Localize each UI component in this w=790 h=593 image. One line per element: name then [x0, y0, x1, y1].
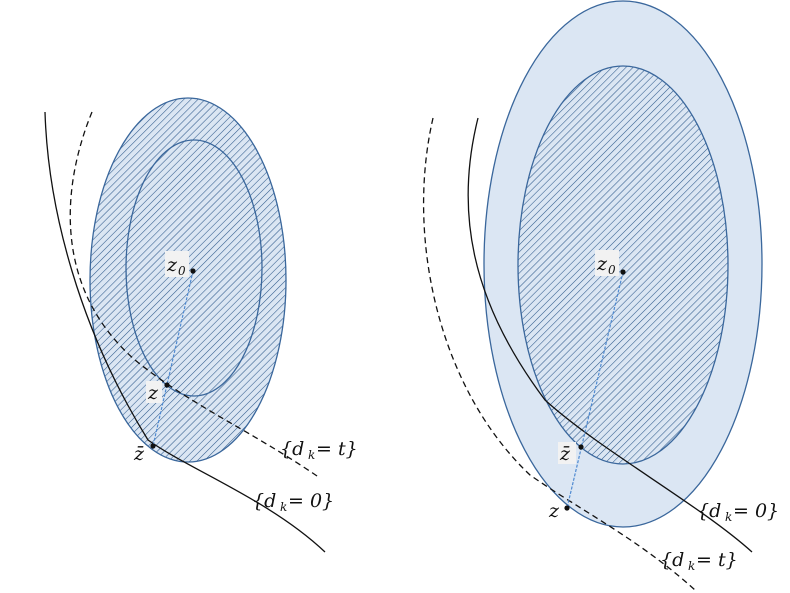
right-center-label-bg — [595, 250, 619, 276]
svg-text:= 0}: = 0} — [288, 490, 334, 512]
svg-text:k: k — [280, 500, 287, 514]
left-level-t-label: {d k = t} — [280, 438, 358, 462]
right-panel: z 0 z̄ z {d k = 0} {d k = t} — [422, 0, 779, 591]
right-center-point — [620, 269, 626, 275]
left-z-point — [164, 382, 170, 388]
right-center-label: z — [596, 253, 608, 275]
svg-text:{d: {d — [280, 438, 304, 460]
right-z-point — [564, 505, 570, 511]
left-center-sub: 0 — [178, 264, 186, 278]
right-level-0-label: {d k = 0} — [697, 500, 779, 524]
right-level-t-label: {d k = t} — [660, 549, 738, 573]
svg-text:{d: {d — [697, 500, 721, 522]
svg-text:= t}: = t} — [316, 438, 358, 460]
left-zbar-label: z̄ — [133, 443, 145, 465]
svg-text:{d: {d — [660, 549, 684, 571]
right-z-label: z — [548, 500, 560, 522]
right-zbar-label: z̄ — [559, 443, 571, 465]
right-level-curve-0 — [467, 117, 753, 553]
right-inner-ellipse — [517, 65, 729, 465]
right-center-sub: 0 — [608, 263, 616, 277]
left-center-label: z — [166, 254, 178, 276]
svg-text:k: k — [308, 448, 315, 462]
right-level-curve-t — [422, 117, 696, 591]
right-zbar-label-bg — [558, 442, 576, 464]
left-segment — [152, 270, 194, 447]
svg-text:= 0}: = 0} — [733, 500, 779, 522]
svg-text:= t}: = t} — [696, 549, 738, 571]
left-level-0-label: {d k = 0} — [252, 490, 334, 514]
right-zbar-point — [578, 444, 584, 450]
svg-text:k: k — [725, 510, 732, 524]
svg-text:{d: {d — [252, 490, 276, 512]
left-z-label: z — [147, 382, 159, 404]
left-panel: z 0 z z̄ {d k = t} {d k = 0} — [44, 97, 358, 553]
left-inner-ellipse — [125, 139, 263, 397]
left-level-curve-t — [69, 111, 321, 479]
left-level-curve-0 — [44, 111, 326, 553]
left-zbar-point — [150, 443, 156, 449]
left-center-label-bg — [165, 251, 189, 277]
svg-text:k: k — [688, 559, 695, 573]
left-z-label-bg — [146, 381, 162, 403]
left-center-point — [190, 268, 196, 274]
